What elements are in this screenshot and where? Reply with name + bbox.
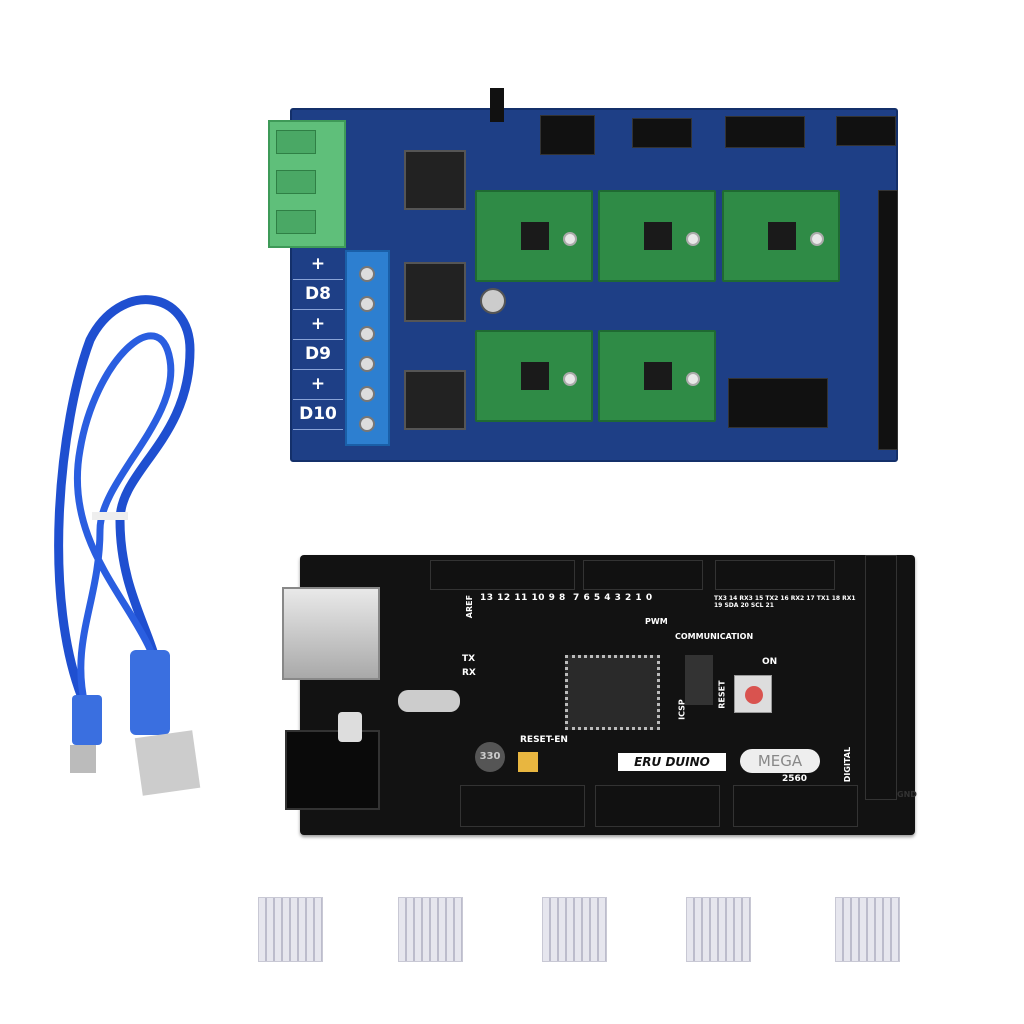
heatsink <box>686 897 751 962</box>
atmega2560-chip <box>565 655 660 730</box>
gnd-label: GND <box>897 790 917 799</box>
dc-power-jack <box>285 730 380 810</box>
mosfet <box>404 262 466 322</box>
icsp-header <box>685 655 713 705</box>
pin-header <box>595 785 720 827</box>
pin-header <box>460 785 585 827</box>
comm-pin-labels: TX3 14 RX3 15 TX2 16 RX2 17 TX1 18 RX1 1… <box>714 595 856 609</box>
stepper-driver <box>598 330 716 422</box>
pwm-label: PWM <box>645 617 668 626</box>
stepper-driver <box>475 190 593 282</box>
model-number: 2560 <box>782 774 808 784</box>
label-d8: D8 <box>293 280 343 310</box>
eruduino-logo: ERU DUINO <box>618 753 726 771</box>
heatsink <box>542 897 607 962</box>
crystal <box>398 690 460 712</box>
pin-header <box>725 116 805 148</box>
reset-button <box>490 88 504 122</box>
digital-label: DIGITAL <box>843 746 853 783</box>
pin-header <box>583 560 703 590</box>
pwm-pin-labels: 13 12 11 10 9 8 7 6 5 4 3 2 1 0 <box>480 593 653 603</box>
pin-header <box>632 118 692 148</box>
pin-header <box>430 560 575 590</box>
mosfet <box>404 150 466 210</box>
heatsink <box>258 897 323 962</box>
heatsink <box>835 897 900 962</box>
pin-header <box>715 560 835 590</box>
tx-label: TX <box>462 654 476 664</box>
usb-b-plug <box>72 695 102 745</box>
stepper-driver <box>598 190 716 282</box>
communication-label: COMMUNICATION <box>675 632 754 641</box>
reset-label: RESET <box>717 680 727 709</box>
heatsink <box>398 897 463 962</box>
inductor: 330 <box>475 742 505 772</box>
stepper-driver <box>475 330 593 422</box>
output-terminal-blue <box>345 250 390 446</box>
pin-header <box>836 116 896 146</box>
usb-b-port <box>282 587 380 680</box>
tantalum-capacitor <box>518 752 538 772</box>
pin-header <box>540 115 595 155</box>
pin-header <box>728 378 828 428</box>
stepper-driver <box>722 190 840 282</box>
reset-button[interactable] <box>734 675 772 713</box>
label-plus: + <box>293 310 343 340</box>
rx-label: RX <box>462 668 476 678</box>
usb-cable <box>54 295 201 796</box>
aref-label: AREF <box>465 594 475 619</box>
pin-header-right <box>865 555 897 800</box>
capacitor <box>480 288 506 314</box>
capacitor <box>338 712 362 742</box>
label-d9: D9 <box>293 340 343 370</box>
pin-header-right <box>878 190 898 450</box>
mega-label: MEGA <box>740 749 820 773</box>
cable-tie <box>92 512 128 520</box>
label-d10: D10 <box>293 400 343 430</box>
power-terminal-green <box>268 120 346 248</box>
label-plus: + <box>293 370 343 400</box>
usb-a-plug <box>130 650 170 735</box>
on-label: ON <box>762 657 778 667</box>
mosfet <box>404 370 466 430</box>
reset-en-label: RESET-EN <box>520 735 568 745</box>
label-plus: + <box>293 250 343 280</box>
pin-header <box>733 785 858 827</box>
output-labels: + D8 + D9 + D10 <box>293 250 343 430</box>
